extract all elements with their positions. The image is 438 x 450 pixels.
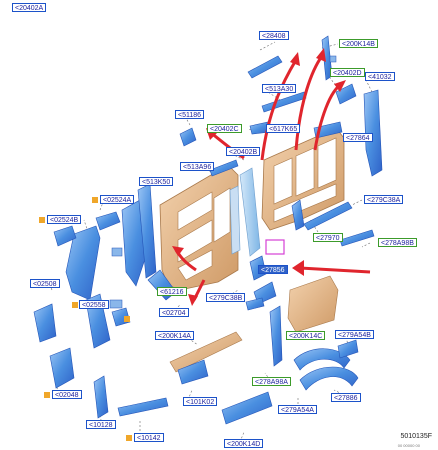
center-pillar (229, 167, 261, 257)
part-label-02048[interactable]: <02048 (52, 390, 82, 399)
part-label-02558[interactable]: <02558 (79, 300, 109, 309)
diagram-code: 5010135F (400, 433, 432, 440)
diagram-code-small: 00 00000 00 (397, 443, 420, 448)
part-label-27886[interactable]: <27886 (331, 393, 361, 402)
part-label-279C38B[interactable]: <279C38B (206, 293, 246, 302)
part-label-513A96[interactable]: <513A96 (180, 162, 215, 171)
part-label-278A98A[interactable]: <278A98A (252, 377, 291, 386)
part-label-61216[interactable]: <61216 (157, 287, 187, 296)
part-label-28408[interactable]: <28408 (259, 31, 289, 40)
part-label-20402B[interactable]: <20402B (226, 147, 261, 156)
red-arrowheads (172, 48, 346, 306)
part-label-27970[interactable]: <27970 (313, 233, 343, 242)
part-label-200K14C[interactable]: <200K14C (286, 331, 326, 340)
part-label-101K02[interactable]: <101K02 (183, 397, 218, 406)
part-label-51186[interactable]: <51186 (175, 110, 205, 119)
part-label-41032[interactable]: <41032 (365, 72, 395, 81)
part-label-02524A[interactable]: <02524A (100, 195, 135, 204)
highlight-outline (265, 239, 285, 255)
callout-marker (44, 392, 50, 398)
part-label-513K50[interactable]: <513K50 (139, 177, 174, 186)
part-label-10142[interactable]: <10142 (134, 433, 164, 442)
part-label-20402C[interactable]: <20402C (207, 124, 242, 133)
part-label-02508[interactable]: <02508 (30, 279, 60, 288)
part-label-279A54B[interactable]: <279A54B (335, 330, 374, 339)
callout-marker (72, 302, 78, 308)
part-label-27864[interactable]: <27864 (343, 133, 373, 142)
part-label-279C38A[interactable]: <279C38A (364, 195, 404, 204)
part-label-02524B[interactable]: <02524B (47, 215, 82, 224)
part-label-02704[interactable]: <02704 (159, 308, 189, 317)
small-blocks (109, 55, 337, 309)
callout-marker (124, 316, 130, 322)
part-label-513A30[interactable]: <513A30 (262, 84, 297, 93)
part-label-10128[interactable]: <10128 (86, 420, 116, 429)
callout-marker (39, 217, 45, 223)
part-label-20402D[interactable]: <20402D (330, 68, 365, 77)
part-label-200K14B[interactable]: <200K14B (339, 39, 378, 48)
blue-parts (33, 35, 383, 425)
part-label-27856[interactable]: <27856 (258, 265, 288, 274)
part-label-279A54A[interactable]: <279A54A (278, 405, 317, 414)
part-label-617K65[interactable]: <617K65 (266, 124, 301, 133)
inner-side-panel-right (261, 127, 345, 231)
callout-marker (92, 197, 98, 203)
part-label-200K14D[interactable]: <200K14D (224, 439, 264, 448)
floor-panel-piece (169, 275, 339, 373)
part-label-20402A[interactable]: <20402A (12, 3, 47, 12)
inner-side-panel-left (159, 164, 239, 291)
part-label-200K14A[interactable]: <200K14A (155, 331, 194, 340)
part-label-278A98B[interactable]: <278A98B (378, 238, 417, 247)
callout-marker (126, 435, 132, 441)
